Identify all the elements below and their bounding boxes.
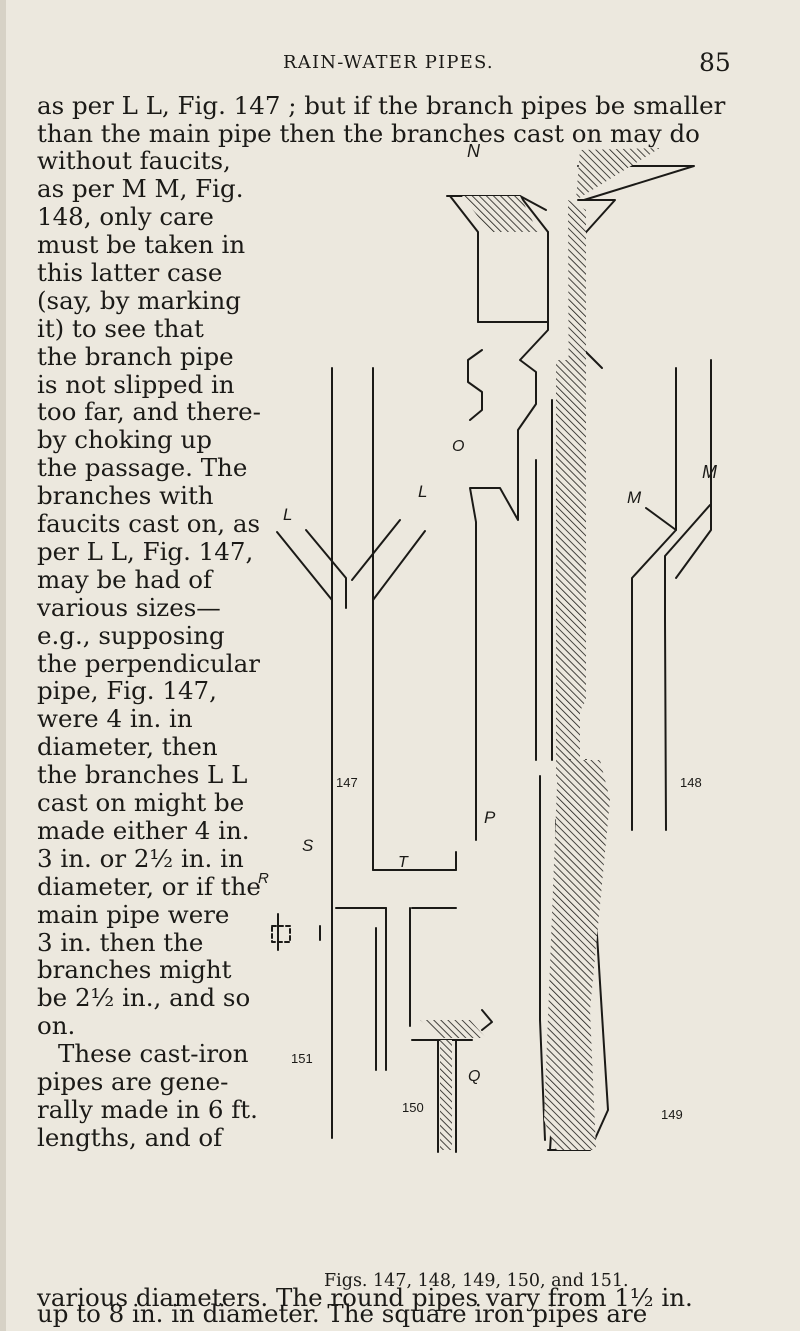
text-line: per L L, Fig. 147, xyxy=(37,537,254,566)
text-line: diameter, then xyxy=(37,732,218,761)
text-line: faucits cast on, as xyxy=(37,509,261,538)
text-line: may be had of xyxy=(37,565,213,594)
label-m-mid: M xyxy=(627,488,642,507)
page-number: 85 xyxy=(699,48,731,77)
page-binding-edge xyxy=(0,0,6,1331)
figure-caption: Figs. 147, 148, 149, 150, and 151. xyxy=(324,1271,629,1291)
text-line: the perpendicular xyxy=(37,649,260,678)
text-line: e.g., supposing xyxy=(37,621,225,650)
text-line: the passage. The xyxy=(37,453,248,482)
text-line: be 2½ in., and so xyxy=(37,983,251,1012)
text-line: were 4 in. in xyxy=(37,704,193,733)
text-line: without faucits, xyxy=(37,146,231,175)
label-s: S xyxy=(302,836,314,855)
text-line: on. xyxy=(37,1011,76,1040)
label-t: T xyxy=(398,854,409,871)
text-line: the branch pipe xyxy=(37,342,234,371)
text-line: by choking up xyxy=(37,425,212,454)
text-line: (say, by marking xyxy=(37,286,241,315)
label-l-right: L xyxy=(418,482,427,501)
text-line: branches might xyxy=(37,955,232,984)
text-line: various sizes— xyxy=(37,593,221,622)
text-line: as per L L, Fig. 147 ; but if the branch… xyxy=(37,91,726,120)
fig-number-149: 149 xyxy=(661,1107,683,1122)
text-line: this latter case xyxy=(37,258,223,287)
label-r: R xyxy=(258,870,269,887)
text-line: 3 in. or 2½ in. in xyxy=(37,844,244,873)
label-l-left: L xyxy=(283,505,292,524)
text-line: cast on might be xyxy=(37,788,245,817)
running-head: RAIN-WATER PIPES. 85 xyxy=(0,48,800,78)
text-line: pipes are gene- xyxy=(37,1067,229,1096)
label-m-right: M xyxy=(702,462,717,482)
text-line: lengths, and of xyxy=(37,1123,223,1152)
text-line: various diameters. The round pipes vary … xyxy=(37,1283,693,1312)
fig149-drawing xyxy=(539,759,610,1151)
fig147-drawing xyxy=(276,367,457,1139)
text-line: 3 in. then the xyxy=(37,928,204,957)
running-title: RAIN-WATER PIPES. xyxy=(283,52,494,73)
text-line: must be taken in xyxy=(37,230,246,259)
label-q: Q xyxy=(468,1068,480,1085)
text-line: rally made in 6 ft. xyxy=(37,1095,258,1124)
text-line: 148, only care xyxy=(37,202,214,231)
fig-number-147: 147 xyxy=(336,775,358,790)
text-line: up to 8 in. in diameter. The square iron… xyxy=(37,1299,648,1328)
fig148-drawing xyxy=(446,148,712,841)
text-line: These cast-iron xyxy=(58,1039,249,1068)
fig-number-151: 151 xyxy=(291,1051,313,1066)
pipe-figures-illustration: N L L O M M P S R T Q 147 148 149 150 15… xyxy=(258,141,717,1153)
text-line: as per M M, Fig. xyxy=(37,174,244,203)
text-line: it) to see that xyxy=(37,314,204,343)
fig-number-150: 150 xyxy=(402,1100,424,1115)
label-n: N xyxy=(467,141,481,161)
label-p: P xyxy=(484,808,496,827)
fig151-drawing xyxy=(271,913,321,951)
text-line: pipe, Fig. 147, xyxy=(37,676,217,705)
text-line: made either 4 in. xyxy=(37,816,250,845)
text-line: is not slipped in xyxy=(37,370,235,399)
text-line: than the main pipe then the branches cas… xyxy=(37,119,700,148)
label-o: O xyxy=(452,438,464,455)
text-line: diameter, or if the xyxy=(37,872,261,901)
fig-number-148: 148 xyxy=(680,775,702,790)
text-line: branches with xyxy=(37,481,214,510)
text-line: the branches L L xyxy=(37,760,248,789)
text-line: main pipe were xyxy=(37,900,230,929)
text-line: too far, and there- xyxy=(37,397,261,426)
fig150-drawing xyxy=(335,907,493,1153)
